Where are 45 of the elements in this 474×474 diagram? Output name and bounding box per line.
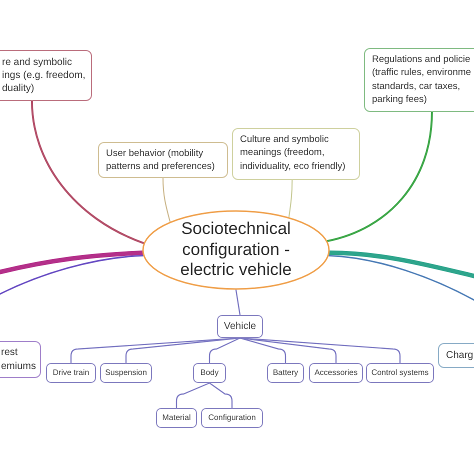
subtopic-box — [309, 363, 363, 383]
branch-line — [235, 289, 241, 316]
topic-label: Drive train — [52, 368, 90, 378]
topic-label: User behavior (mobility patterns and preferences) — [106, 146, 216, 174]
branch-line — [288, 179, 293, 218]
subtopic-box — [267, 363, 304, 383]
topic-box — [98, 142, 228, 178]
topic-label: Material — [162, 413, 191, 423]
topic-label: Configuration — [208, 413, 256, 423]
branch-line — [176, 382, 210, 409]
topic-label: rest emiums — [1, 346, 38, 373]
topic-label: Suspension — [105, 368, 147, 378]
central-topic-ellipse — [142, 210, 330, 290]
branch-line — [162, 177, 171, 222]
subtopic-box — [193, 363, 226, 383]
topic-label: Accessories — [314, 368, 358, 378]
topic-label: Charg — [446, 348, 474, 362]
topic-label: Regulations and policie (traffic rules, environme standards, car taxes, parking fees) — [372, 52, 472, 106]
topic-box — [232, 128, 360, 180]
topic-box — [217, 315, 263, 338]
branch-line — [326, 111, 433, 242]
branch-line — [30, 100, 144, 244]
branch-line — [328, 250, 474, 278]
subtopic-box — [201, 408, 263, 428]
topic-label: Vehicle — [224, 320, 256, 332]
subtopic-box — [366, 363, 434, 383]
topic-label: Culture and symbolic meanings (freedom, individuality, eco friendly) — [240, 132, 346, 173]
topic-label: Body — [200, 368, 219, 378]
branch-line — [239, 337, 337, 364]
subtopic-box — [156, 408, 197, 428]
subtopic-box — [100, 363, 152, 383]
branch-line — [0, 254, 144, 295]
branch-line — [208, 382, 233, 409]
subtopic-box — [46, 363, 96, 383]
branch-line — [208, 337, 241, 364]
topic-label: re and symbolic ings (e.g. freedom, duality) — [2, 56, 86, 94]
branch-line — [0, 250, 144, 274]
topic-label: Control systems — [371, 368, 429, 378]
topic-box — [364, 48, 474, 112]
branch-line — [239, 337, 286, 364]
topic-label: Battery — [272, 368, 298, 378]
branch-line — [125, 337, 241, 364]
branch-line — [328, 254, 474, 301]
central-topic-label: Sociotechnical configuration - electric vehicle — [179, 219, 293, 281]
branch-line — [239, 337, 401, 364]
